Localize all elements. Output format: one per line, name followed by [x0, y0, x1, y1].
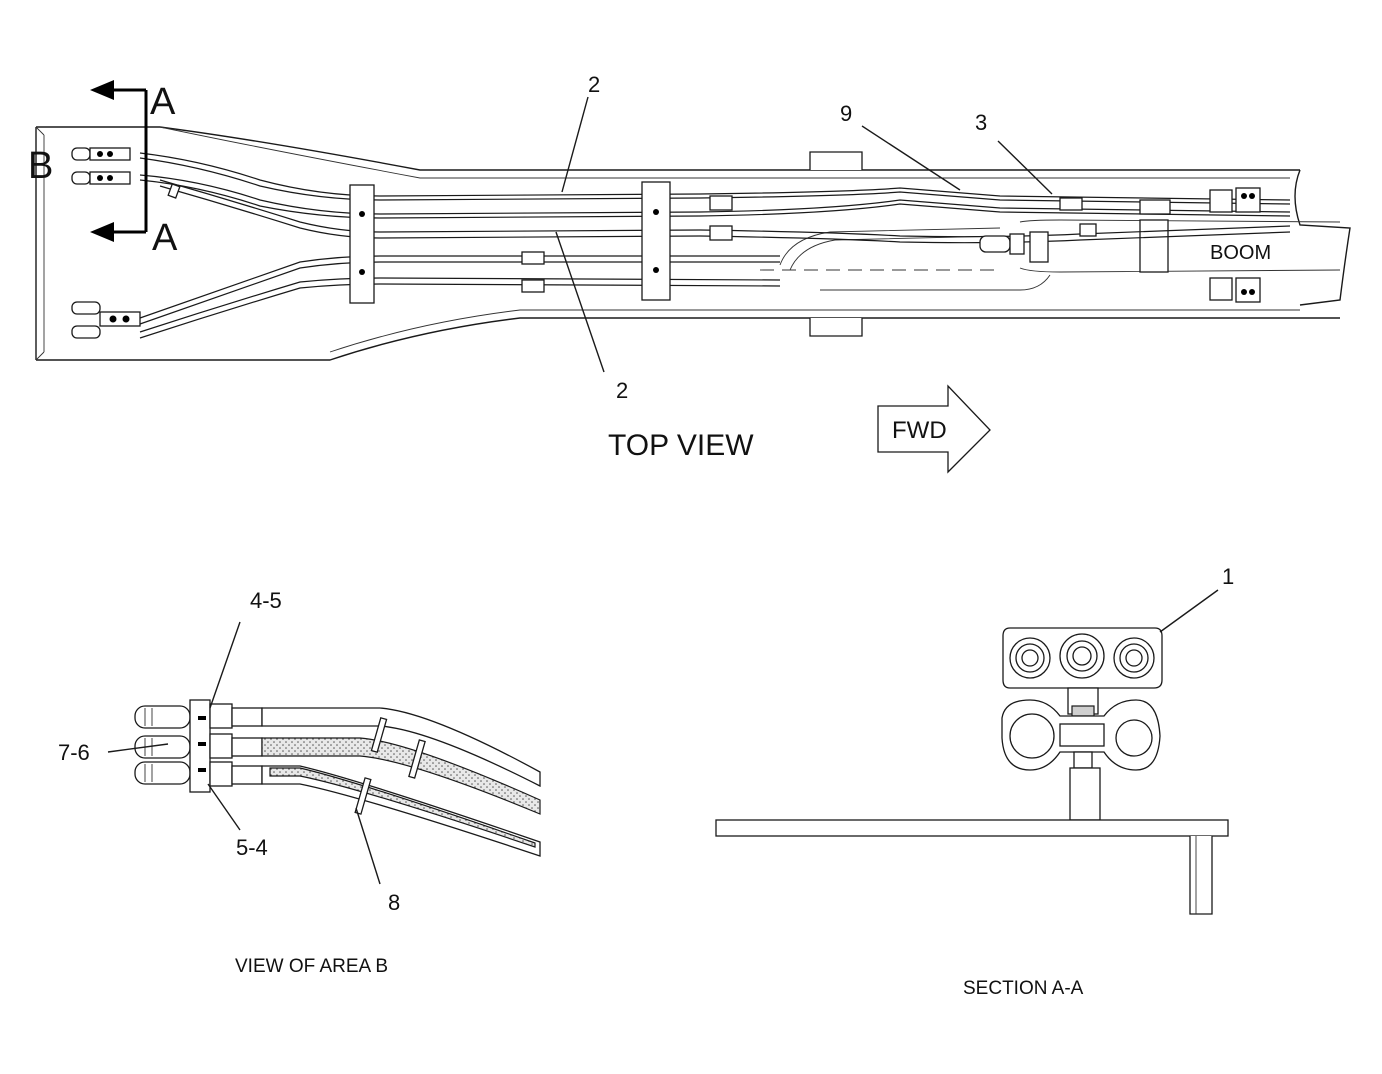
section-fitting-1 — [1009, 637, 1051, 679]
hose-clamps — [349, 181, 1261, 304]
callout-5-4: 5-4 — [236, 835, 268, 860]
section-cut-line-a-a: A A B — [28, 80, 178, 259]
top-view: A A B 2 9 3 2 BOOM FWD TOP VIEW — [28, 72, 1351, 474]
top-view-leaders — [555, 96, 1053, 373]
boom-outline — [35, 126, 1351, 361]
forward-arrow: FWD — [877, 384, 991, 474]
area-marker-b: B — [28, 145, 53, 187]
section-a-a-caption: SECTION A-A — [963, 978, 1084, 999]
section-a-a: 1 SECTION A-A — [715, 564, 1234, 999]
section-marker-bottom: A — [152, 217, 178, 259]
callout-7-6: 7-6 — [58, 740, 90, 765]
section-fitting-3 — [1113, 637, 1155, 679]
callout-2-top: 2 — [588, 72, 600, 97]
callout-9: 9 — [840, 101, 852, 126]
callout-4-5: 4-5 — [250, 588, 282, 613]
boom-label: BOOM — [1210, 242, 1271, 264]
callout-1: 1 — [1222, 564, 1234, 589]
area-b-caption: VIEW OF AREA B — [235, 956, 388, 977]
forward-label: FWD — [892, 417, 947, 444]
section-marker-top: A — [150, 81, 176, 123]
top-view-title: TOP VIEW — [608, 429, 754, 462]
callout-2-bottom: 2 — [616, 378, 628, 403]
view-of-area-b: 4-5 7-6 5-4 8 VIEW OF AREA B — [58, 588, 541, 977]
section-fitting-2 — [1059, 633, 1105, 679]
callout-8: 8 — [388, 890, 400, 915]
callout-3: 3 — [975, 110, 987, 135]
left-fittings — [71, 147, 181, 339]
